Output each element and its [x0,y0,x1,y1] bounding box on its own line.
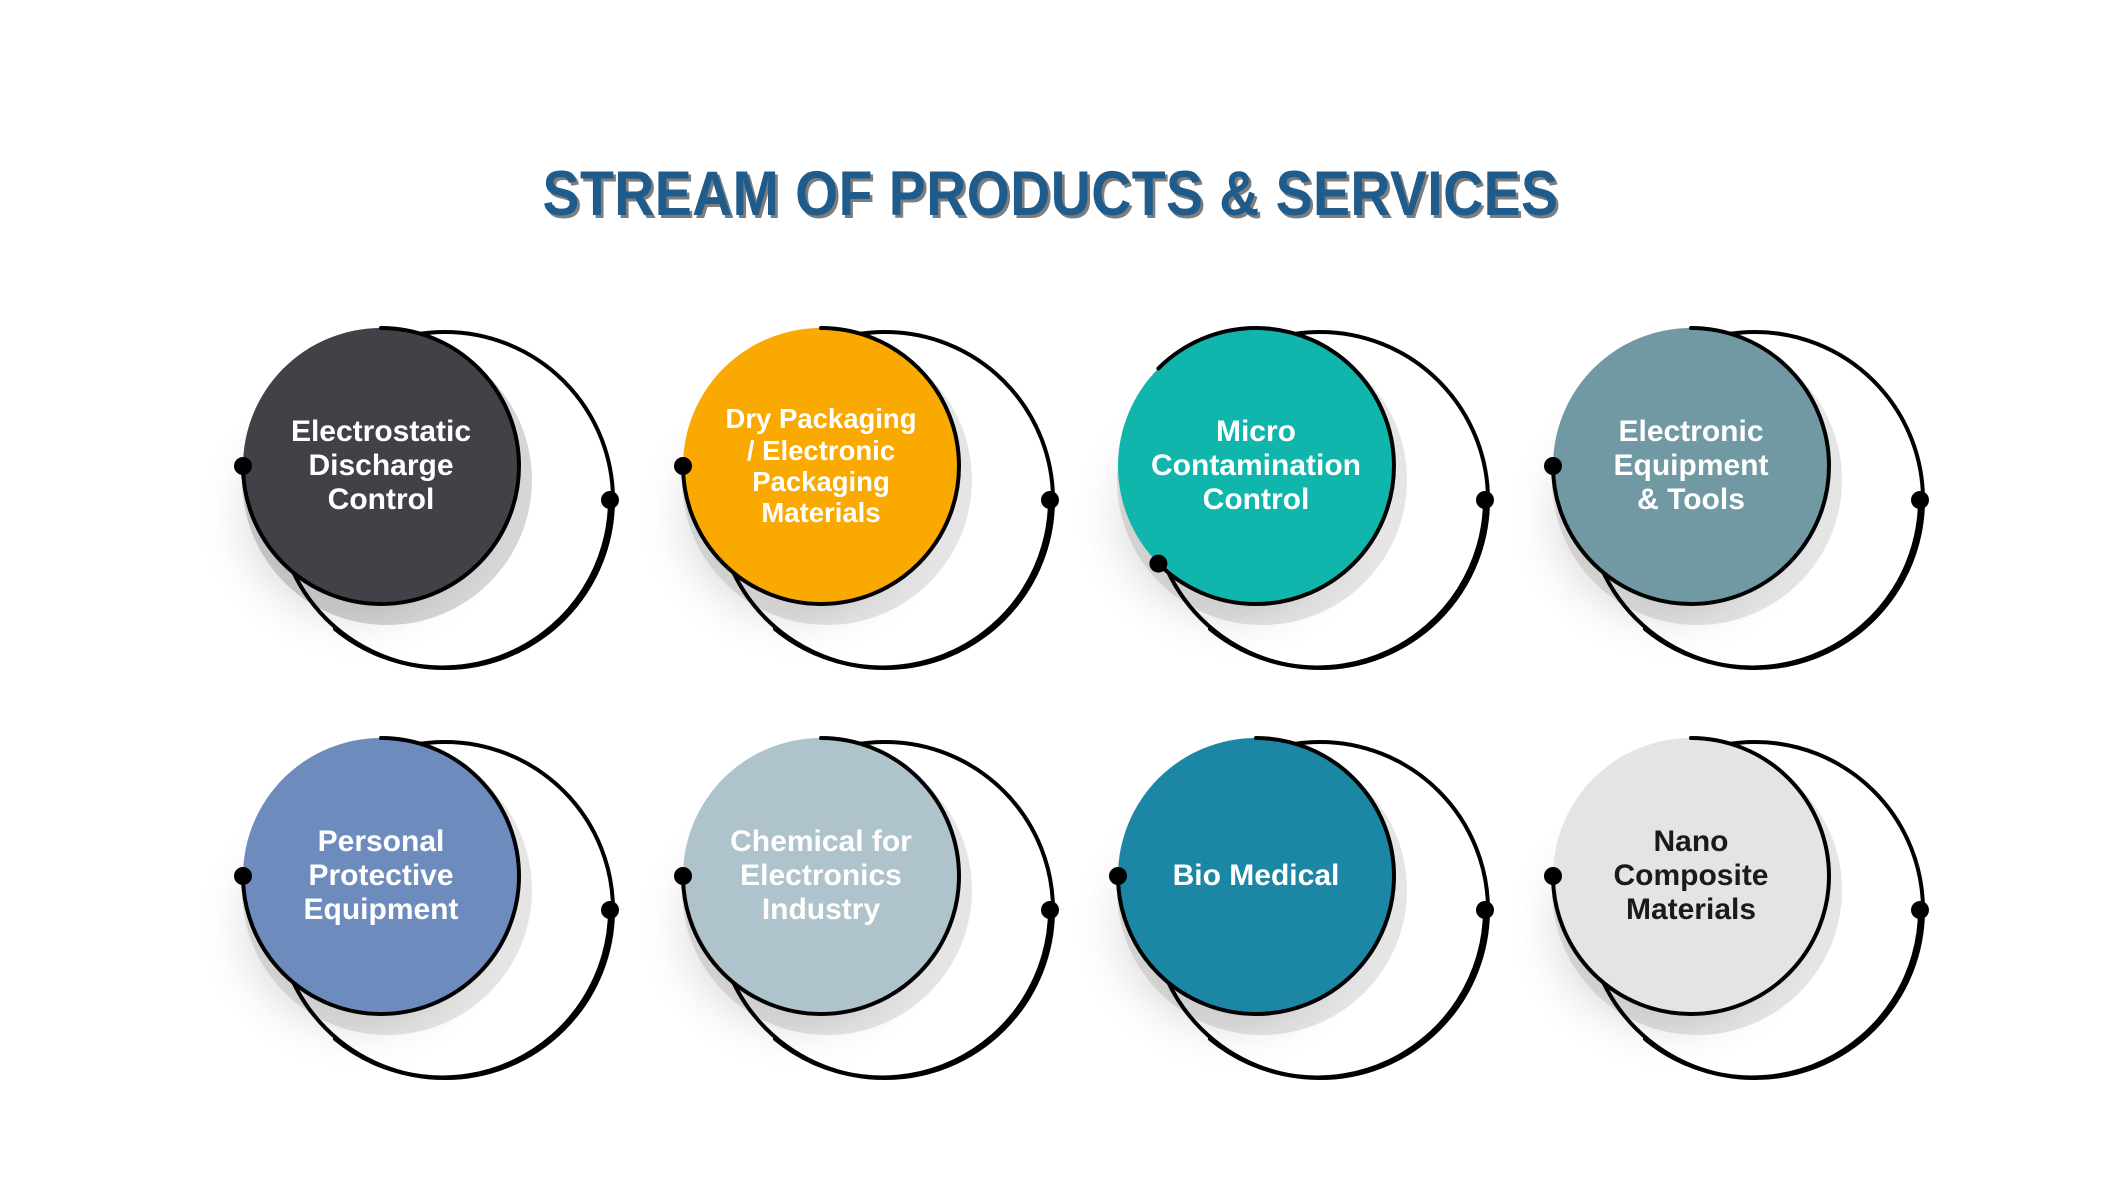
page-title: STREAM OF PRODUCTS & SERVICES [542,159,1559,229]
node-bio-medical[interactable]: Bio Medical [1070,710,1520,1140]
node-fill-circle [1553,738,1829,1014]
node-graphic [195,300,645,730]
node-fill-circle [683,738,959,1014]
node-graphic [635,710,1085,1140]
node-graphic [1505,710,1955,1140]
node-fill-circle [243,738,519,1014]
node-graphic [1070,710,1520,1140]
node-graphic [1505,300,1955,730]
node-graphic [195,710,645,1140]
node-fill-circle [1118,328,1394,604]
node-fill-circle [1118,738,1394,1014]
node-graphic [635,300,1085,730]
node-graphic [1070,300,1520,730]
node-fill-circle [1553,328,1829,604]
node-fill-circle [683,328,959,604]
node-fill-circle [243,328,519,604]
